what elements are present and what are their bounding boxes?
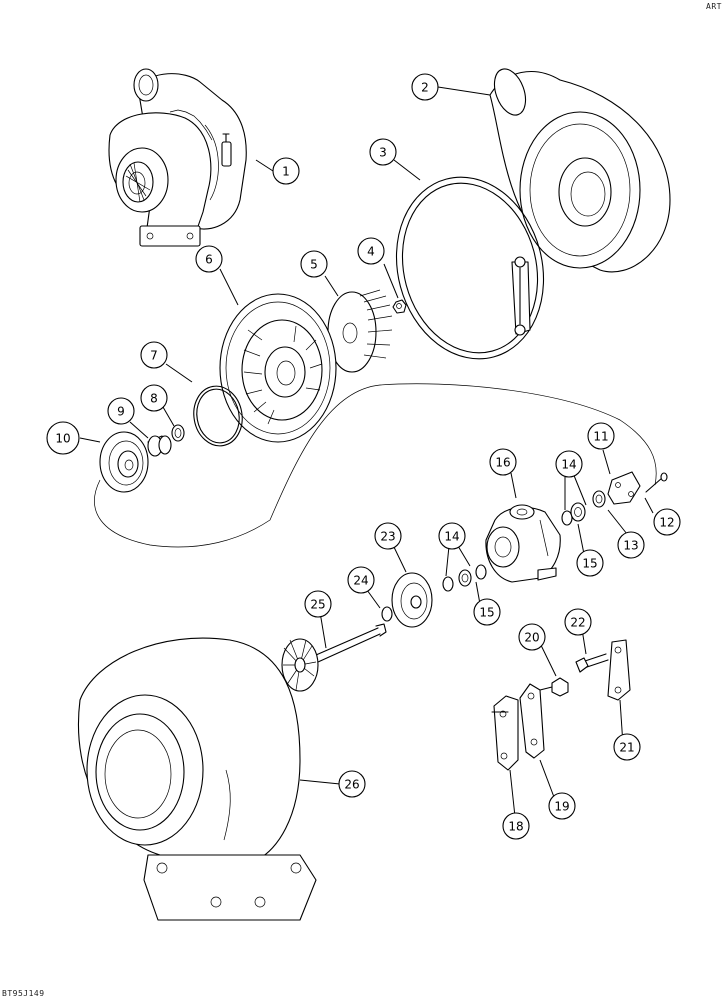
callout-12: 12	[653, 508, 681, 536]
callout-16: 16	[489, 448, 517, 476]
svg-text:22: 22	[570, 616, 585, 630]
part-center-housing	[485, 504, 561, 583]
part-turbine-housing	[78, 637, 317, 921]
callout-5: 5	[300, 250, 328, 278]
callout-25: 25	[304, 590, 332, 618]
callout-22: 22	[564, 608, 592, 636]
callout-21: 21	[613, 733, 641, 761]
svg-text:24: 24	[353, 574, 368, 588]
svg-text:13: 13	[623, 539, 638, 553]
svg-text:8: 8	[150, 392, 158, 406]
part-backplate	[219, 293, 337, 443]
figure-id: BT95J149	[2, 989, 45, 998]
callout-1: 1	[272, 157, 300, 185]
svg-text:18: 18	[508, 820, 523, 834]
group-outline	[94, 383, 657, 548]
callout-15a: 15	[576, 549, 604, 577]
svg-text:6: 6	[205, 253, 213, 267]
callout-24: 24	[347, 566, 375, 594]
svg-text:5: 5	[310, 258, 318, 272]
svg-text:9: 9	[117, 405, 125, 419]
part-heat-shield	[391, 572, 433, 628]
callout-20: 20	[518, 623, 546, 651]
callout-14b: 14	[438, 522, 466, 550]
part-bearing-lower	[442, 564, 487, 592]
part-wastegate-hardware	[491, 639, 631, 771]
part-o-ring	[193, 385, 243, 447]
callout-2: 2	[411, 73, 439, 101]
svg-text:16: 16	[495, 456, 510, 470]
part-turbine-wheel-shaft	[281, 623, 387, 692]
part-v-band-clamp	[395, 176, 545, 360]
svg-text:14: 14	[561, 458, 576, 472]
svg-text:21: 21	[619, 741, 634, 755]
part-seal-ring	[171, 424, 185, 442]
part-bearing-upper	[561, 502, 586, 526]
art-tag: ART	[706, 2, 722, 11]
svg-text:12: 12	[659, 516, 674, 530]
svg-text:2: 2	[421, 81, 429, 95]
callout-19: 19	[548, 792, 576, 820]
svg-text:11: 11	[593, 430, 608, 444]
svg-text:10: 10	[55, 432, 70, 446]
callout-7: 7	[140, 341, 168, 369]
callout-8: 8	[140, 384, 168, 412]
callout-9: 9	[107, 397, 135, 425]
svg-text:23: 23	[380, 530, 395, 544]
svg-text:7: 7	[150, 349, 158, 363]
svg-text:15: 15	[479, 606, 494, 620]
svg-text:25: 25	[310, 598, 325, 612]
svg-text:3: 3	[379, 146, 387, 160]
svg-text:20: 20	[524, 631, 539, 645]
part-thrust-washer	[592, 490, 606, 508]
part-nut	[392, 299, 407, 314]
svg-text:26: 26	[344, 778, 359, 792]
part-turbocharger-assembly	[108, 68, 247, 247]
svg-text:19: 19	[554, 800, 569, 814]
part-capscrew-small	[645, 472, 668, 493]
callout-4: 4	[357, 237, 385, 265]
callout-23: 23	[374, 522, 402, 550]
part-retainer-plate	[607, 471, 641, 505]
callout-15b: 15	[473, 598, 501, 626]
callout-3: 3	[369, 138, 397, 166]
part-compressor-wheel	[327, 289, 393, 373]
callout-6: 6	[195, 245, 223, 273]
svg-text:15: 15	[582, 557, 597, 571]
svg-text:4: 4	[367, 245, 375, 259]
callout-10: 10	[46, 421, 80, 455]
callout-26: 26	[338, 770, 366, 798]
svg-text:14: 14	[444, 530, 459, 544]
part-piston-ring	[381, 606, 393, 622]
part-insert	[99, 431, 149, 493]
callout-13: 13	[617, 531, 645, 559]
callout-18: 18	[502, 812, 530, 840]
svg-text:1: 1	[282, 165, 290, 179]
callout-11: 11	[587, 422, 615, 450]
part-compressor-housing	[489, 68, 671, 273]
part-thrust-sleeve	[147, 435, 172, 457]
callout-14a: 14	[555, 450, 583, 478]
